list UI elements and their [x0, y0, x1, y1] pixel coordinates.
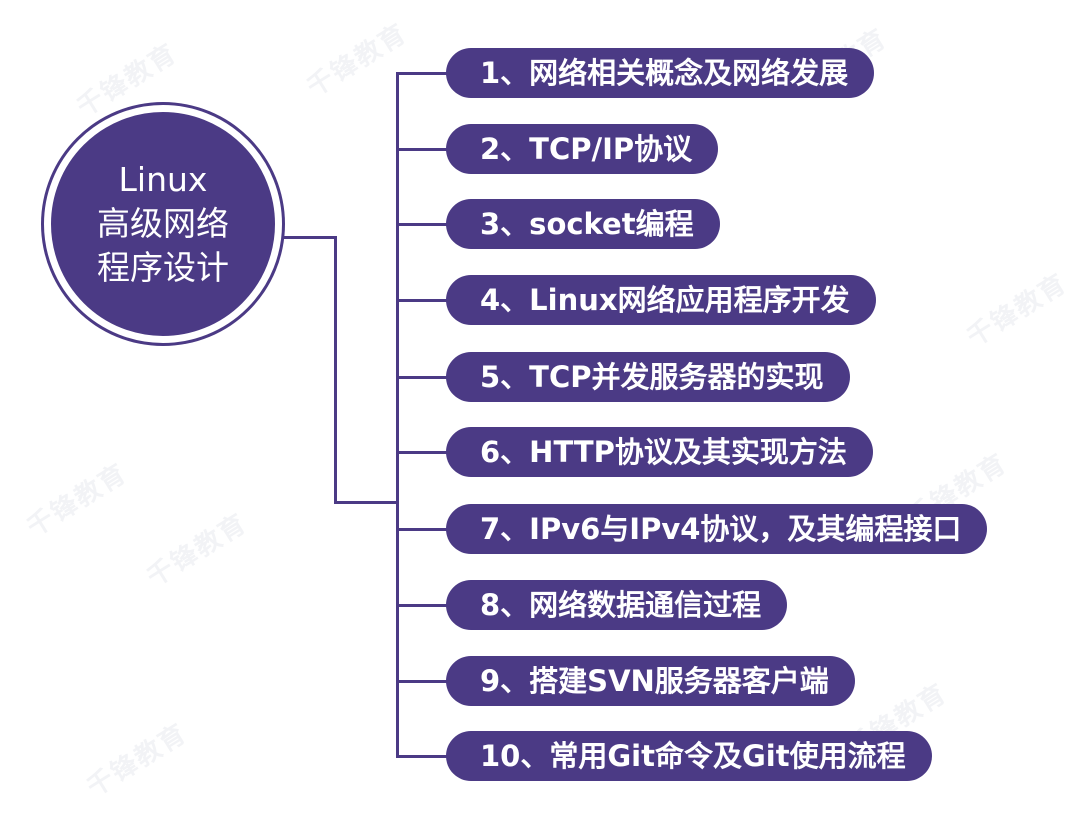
topic-item: 9、搭建SVN服务器客户端 [446, 656, 855, 706]
branch-connector [396, 223, 448, 226]
spine-line [396, 73, 399, 758]
branch-connector [396, 604, 448, 607]
topic-item: 10、常用Git命令及Git使用流程 [446, 731, 932, 781]
topic-item: 4、Linux网络应用程序开发 [446, 275, 876, 325]
branch-connector [396, 755, 448, 758]
topic-item: 2、TCP/IP协议 [446, 124, 719, 174]
root-title-line: 高级网络 [97, 204, 229, 243]
topic-item: 1、网络相关概念及网络发展 [446, 48, 875, 98]
branch-connector [396, 528, 448, 531]
branch-connector [396, 451, 448, 454]
trunk-connector [334, 501, 398, 504]
root-title-line: Linux [118, 160, 208, 199]
branch-connector [396, 376, 448, 379]
root-topic: Linux 高级网络 程序设计 [44, 105, 282, 343]
root-connector-vertical [334, 236, 337, 503]
branch-connector [396, 148, 448, 151]
branch-connector [396, 299, 448, 302]
root-title-line: 程序设计 [97, 248, 229, 287]
topic-item: 6、HTTP协议及其实现方法 [446, 427, 873, 477]
watermark: 千锋教育 [141, 508, 253, 594]
watermark: 千锋教育 [81, 718, 193, 804]
watermark: 千锋教育 [21, 458, 133, 544]
topic-item: 8、网络数据通信过程 [446, 580, 788, 630]
branch-connector [396, 72, 448, 75]
root-connector [282, 236, 336, 239]
topic-item: 5、TCP并发服务器的实现 [446, 352, 850, 402]
watermark: 千锋教育 [961, 268, 1073, 354]
branch-connector [396, 680, 448, 683]
topic-item: 7、IPv6与IPv4协议，及其编程接口 [446, 504, 988, 554]
topic-item: 3、socket编程 [446, 199, 720, 249]
